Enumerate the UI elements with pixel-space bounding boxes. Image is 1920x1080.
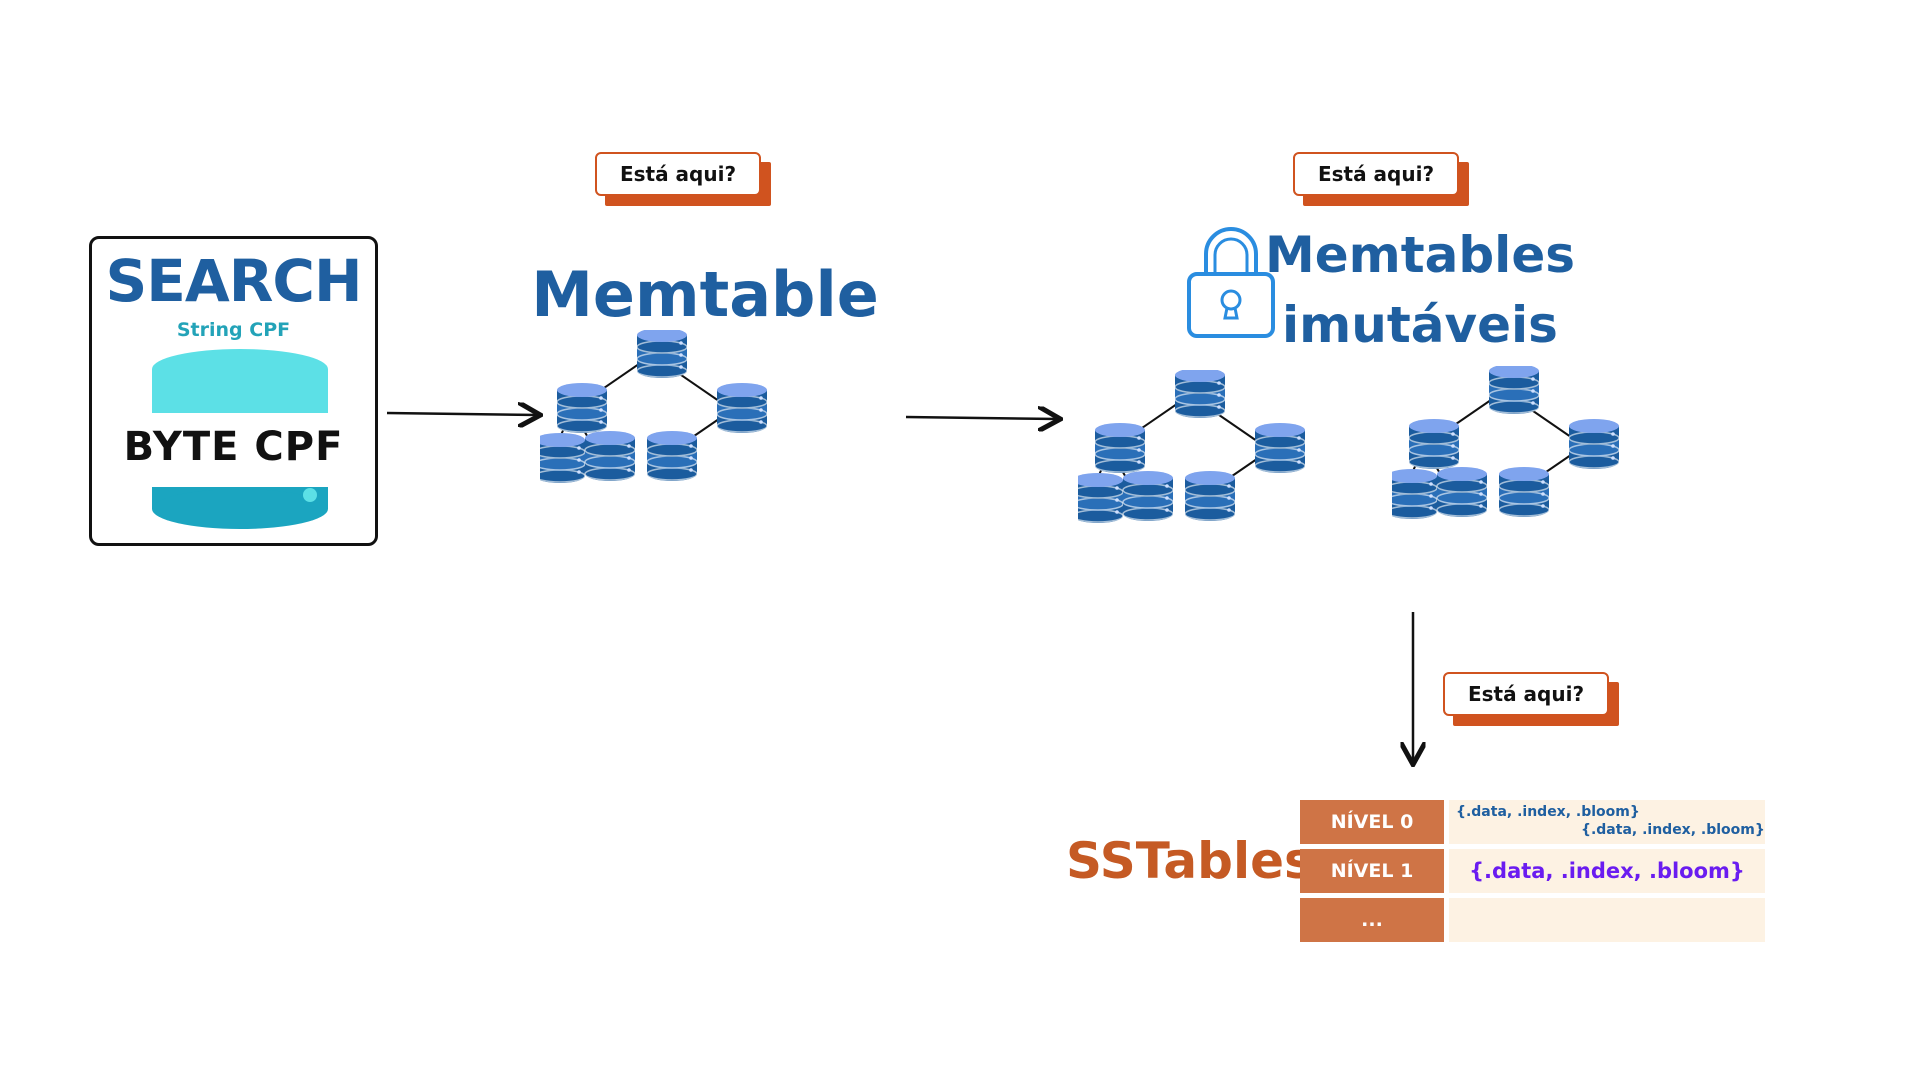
database-icon [1122,471,1174,521]
sstables-title: SSTables [1066,832,1314,890]
database-icon [1568,419,1620,469]
lock-icon [1187,227,1275,338]
database-icon [1436,467,1488,517]
database-icon [1488,366,1540,414]
immutable-tree-1 [1078,370,1306,523]
level-0-label: NÍVEL 0 [1300,800,1444,844]
search-subtitle: String CPF [176,319,291,341]
callout-memtable-text: Está aqui? [595,152,761,196]
immutable-title-line2: imutáveis [1282,296,1558,354]
immutable-title-line1: Memtables [1264,226,1575,284]
immutable-memtables-title: Memtables imutáveis [1255,220,1585,360]
database-icon [716,383,768,433]
level-more-cell [1449,898,1765,942]
level-0-entry: {.data, .index, .bloom} [1456,804,1640,820]
memtable-title: Memtable [531,258,879,331]
database-icon [1254,423,1306,473]
database-icon [1498,467,1550,517]
byte-cpf-database-icon [152,349,328,529]
level-0-entry: {.data, .index, .bloom} [1581,822,1765,838]
database-icon [1094,423,1146,473]
level-1-entry: {.data, .index, .bloom} [1469,859,1745,883]
level-1-cell [1449,849,1765,893]
database-icon [1078,473,1124,523]
callout-memtable: Está aqui? [595,152,771,206]
database-icon [646,431,698,481]
database-icon [1408,419,1460,469]
arrow-right-icon [386,413,538,415]
database-icon [540,433,586,483]
database-icon [1174,370,1226,418]
level-more-label: ... [1300,898,1444,942]
memtable-tree [540,330,768,483]
search-title: SEARCH [105,247,362,315]
database-icon [1184,471,1236,521]
level-0-cell [1449,800,1765,844]
database-icon [584,431,636,481]
database-icon [556,383,608,433]
callout-sstables: Está aqui? [1443,672,1619,726]
database-icon [1392,469,1438,519]
search-box: SEARCH String CPF BYTE CPF [89,236,378,546]
database-icon [636,330,688,378]
callout-sstables-text: Está aqui? [1443,672,1609,716]
callout-immutable-text: Está aqui? [1293,152,1459,196]
arrow-right-icon [905,417,1058,419]
level-1-label: NÍVEL 1 [1300,849,1444,893]
byte-cpf-label: BYTE CPF [123,424,344,470]
immutable-tree-2 [1392,366,1620,519]
callout-immutable: Está aqui? [1293,152,1469,206]
